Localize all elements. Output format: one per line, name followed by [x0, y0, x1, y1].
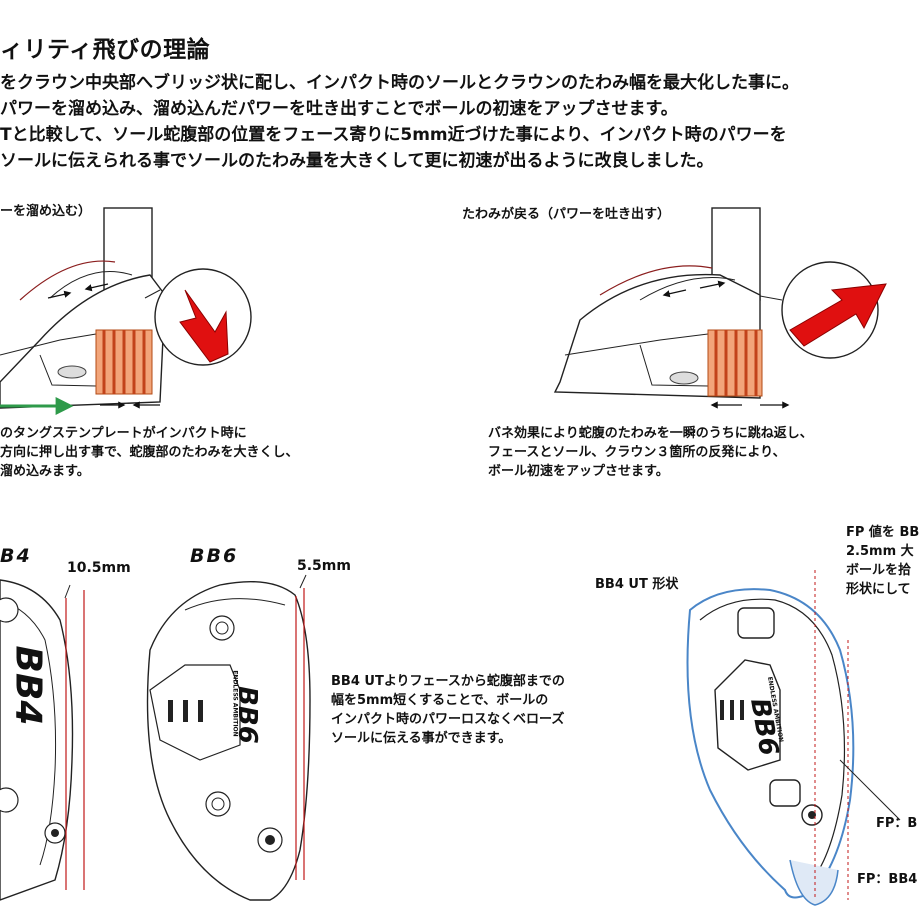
sole-small-text-bb6: ENDLESS AMBITION — [231, 670, 239, 737]
bb6-line: インパクト時のパワーロスなくベローズ — [331, 712, 565, 727]
bb4-ut-shape-label: BB4 UT 形状 — [595, 577, 679, 592]
caption-compress: ーを溜め込む） — [0, 204, 92, 219]
release-description: バネ効果により蛇腹のたわみを一瞬のうちに跳ね返し、 フェースとソール、クラウン３… — [488, 424, 813, 481]
club-cutaway-compress — [0, 207, 252, 415]
fp-note-line: 2.5mm 大 — [846, 544, 914, 559]
release-line: バネ効果により蛇腹のたわみを一瞬のうちに跳ね返し、 — [488, 426, 813, 441]
fp-label-2: FP：BB4 — [857, 872, 918, 887]
bb6-line: 幅を5mm短くすることで、ボールの — [331, 693, 549, 708]
club-cutaway-release — [553, 207, 887, 409]
caption-release: たわみが戻る（パワーを吐き出す） — [462, 207, 671, 222]
release-line: ボール初速をアップさせます。 — [488, 464, 669, 479]
fp-note-line: FP 値を BB — [846, 525, 920, 540]
measure-10-5mm: 10.5mm — [67, 560, 131, 576]
fp-note-line: ボールを拾 — [846, 563, 912, 578]
bellows-released — [707, 329, 763, 397]
fp-note: FP 値を BB 2.5mm 大 ボールを拾 形状にして — [846, 523, 919, 599]
model-label-bb6: BB6 — [190, 545, 239, 567]
intro-paragraph: をクラウン中央部へブリッジ状に配し、インパクト時のソールとクラウンのたわみ幅を最… — [0, 70, 920, 174]
page-title: ィリティ飛びの理論 — [0, 37, 211, 63]
intro-line: パワーを溜め込み、溜め込んだパワーを吐き出すことでボールの初速をアップさせます。 — [0, 99, 678, 119]
compress-line: のタングステンプレートがインパクト時に — [0, 426, 247, 441]
sole-text-bb4: BB4 — [7, 645, 49, 726]
compress-line: 方向に押し出す事で、蛇腹部のたわみを大きくし、 — [0, 445, 299, 460]
bb6-line: BB4 UTよりフェースから蛇腹部までの — [331, 674, 565, 689]
bellows-compressed — [95, 329, 153, 395]
club-sole-comparison — [686, 570, 901, 906]
compress-line: 溜め込みます。 — [0, 464, 90, 479]
intro-line: ソールに伝えられる事でソールのたわみ量を大きくして更に初速が出るように改良しまし… — [0, 151, 714, 171]
red-arrow-release — [789, 283, 887, 347]
club-sole-bb4 — [0, 579, 85, 901]
intro-line: をクラウン中央部へブリッジ状に配し、インパクト時のソールとクラウンのたわみ幅を最… — [0, 73, 799, 93]
intro-line: Tと比較して、ソール蛇腹部の位置をフェース寄りに5mm近づけた事により、インパク… — [0, 125, 787, 145]
bb6-line: ソールに伝える事ができます。 — [331, 731, 512, 746]
bb6-description: BB4 UTよりフェースから蛇腹部までの 幅を5mm短くすることで、ボールの イ… — [331, 672, 565, 748]
fp-label-1: FP：B — [876, 816, 918, 831]
fp-note-line: 形状にして — [846, 582, 911, 597]
club-sole-bb6 — [146, 574, 311, 901]
model-label-bb4: B4 — [0, 545, 32, 567]
compress-description: のタングステンプレートがインパクト時に 方向に押し出す事で、蛇腹部のたわみを大き… — [0, 424, 298, 481]
release-line: フェースとソール、クラウン３箇所の反発により、 — [488, 445, 786, 460]
measure-5-5mm: 5.5mm — [297, 558, 351, 574]
red-arrow-compress — [179, 289, 229, 363]
